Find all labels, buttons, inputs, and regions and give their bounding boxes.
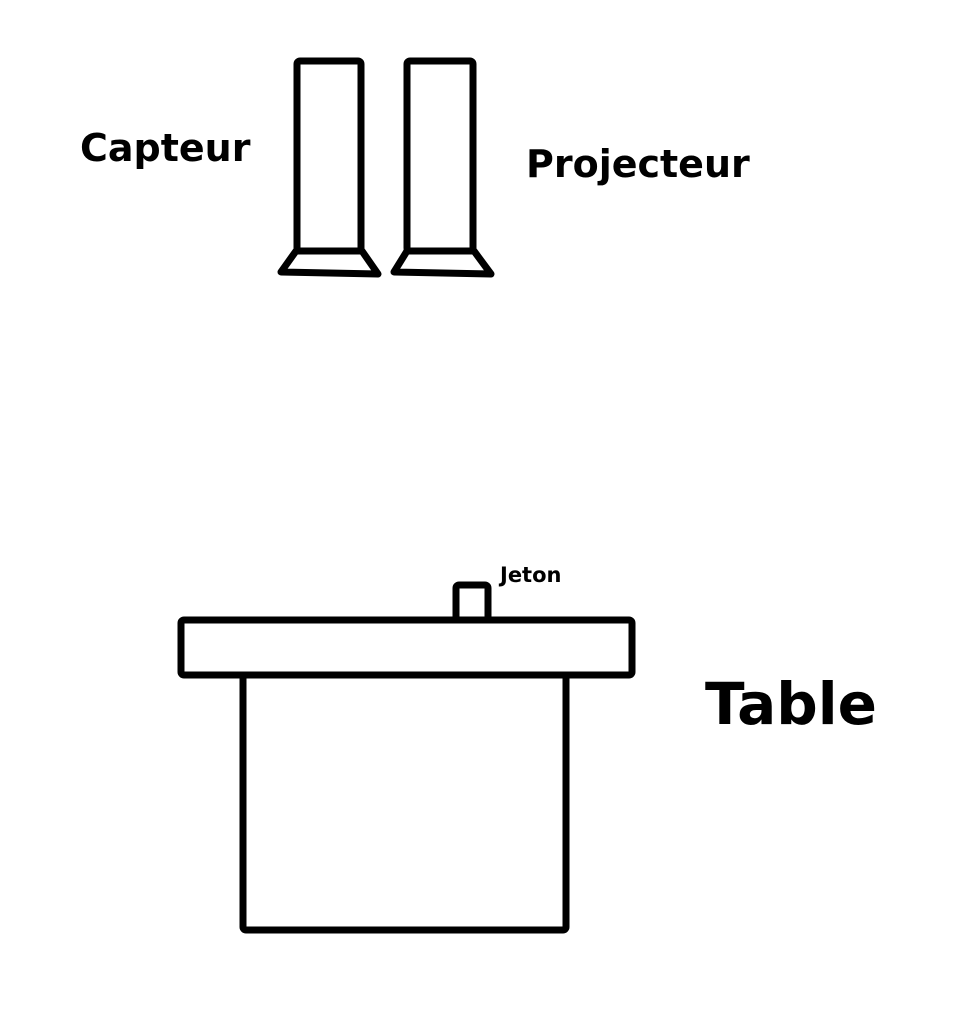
token-label: Jeton (498, 563, 561, 587)
token (452, 581, 492, 624)
sensor-base (277, 247, 382, 278)
sensor-body (293, 57, 365, 255)
projector-body (403, 57, 477, 255)
table-label: Table (705, 670, 877, 738)
projector-label: Projecteur (526, 142, 750, 186)
sensor-label: Capteur (80, 126, 251, 170)
table (177, 616, 636, 934)
sensor-device (277, 57, 382, 278)
projector-device (390, 57, 495, 278)
projector-base (390, 247, 495, 278)
table-top (177, 616, 636, 679)
table-leg-body (239, 671, 570, 934)
